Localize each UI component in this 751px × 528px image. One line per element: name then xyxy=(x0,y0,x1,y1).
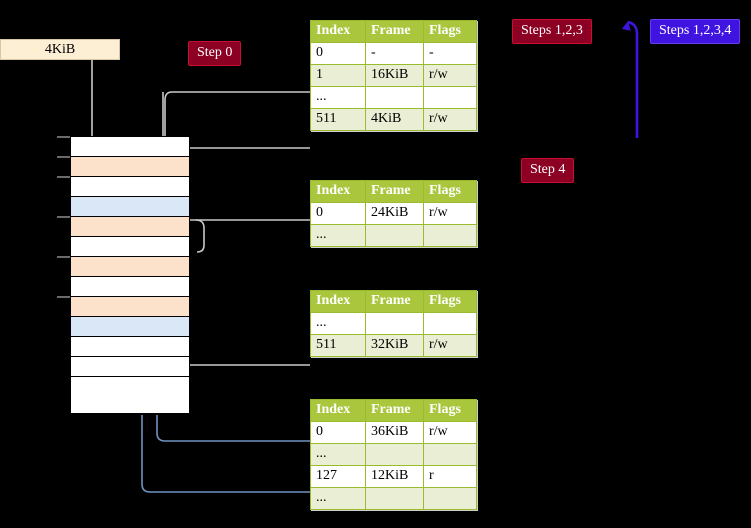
column-header-index: Index xyxy=(310,399,366,422)
label-step-0: Step 0 xyxy=(188,41,242,66)
table-cell-flags: r/w xyxy=(423,108,477,131)
table-cell-frame: 36KiB xyxy=(365,421,424,444)
table-row: ... xyxy=(310,487,477,510)
table-cell-flags xyxy=(423,443,477,466)
column-header-frame: Frame xyxy=(365,180,424,203)
table-cell-frame: 32KiB xyxy=(365,334,424,357)
table-cell-flags: r/w xyxy=(423,202,477,225)
wire-step0-hook xyxy=(164,91,310,101)
table-cell-index: ... xyxy=(310,443,366,466)
column-header-flags: Flags xyxy=(423,20,477,43)
table-cell-flags xyxy=(423,224,477,247)
table-cell-frame: - xyxy=(365,42,424,65)
label-steps-1234: Steps 1,2,3,4 xyxy=(650,19,741,44)
table-cell-frame xyxy=(365,86,424,109)
table-cell-index: ... xyxy=(310,224,366,247)
memory-row-tick xyxy=(57,176,70,178)
memory-frame-row xyxy=(71,377,189,397)
page-box-label: 4KiB xyxy=(44,42,76,57)
table-cell-index: 0 xyxy=(310,42,366,65)
table-cell-flags xyxy=(423,312,477,335)
memory-frame-row xyxy=(71,277,189,297)
memory-row-tick xyxy=(57,296,70,298)
table-cell-frame: 4KiB xyxy=(365,108,424,131)
table-cell-frame xyxy=(365,443,424,466)
column-header-index: Index xyxy=(310,290,366,313)
table-cell-flags: r/w xyxy=(423,64,477,87)
memory-frame-row xyxy=(71,317,189,337)
memory-row-tick xyxy=(57,156,70,158)
wire-hook-2 xyxy=(195,219,205,253)
table-cell-frame xyxy=(365,487,424,510)
memory-row-tick xyxy=(57,216,70,218)
table-cell-frame xyxy=(365,224,424,247)
table-cell-flags xyxy=(423,487,477,510)
table-cell-index: 0 xyxy=(310,421,366,444)
table-row: 0-- xyxy=(310,42,477,65)
table-cell-frame: 24KiB xyxy=(365,202,424,225)
memory-frame-row xyxy=(71,197,189,217)
memory-row-tick xyxy=(57,256,70,258)
table-cell-index: 511 xyxy=(310,334,366,357)
memory-frame-row xyxy=(71,357,189,377)
table-cell-flags xyxy=(423,86,477,109)
table-row: ... xyxy=(310,224,477,247)
column-header-flags: Flags xyxy=(423,399,477,422)
table-row: ... xyxy=(310,443,477,466)
table-cell-frame: 16KiB xyxy=(365,64,424,87)
table-cell-flags: r/w xyxy=(423,421,477,444)
memory-frame-row xyxy=(71,137,189,157)
virtual-page-box: 4KiB xyxy=(0,39,120,60)
column-header-index: Index xyxy=(310,180,366,203)
table-cell-index: ... xyxy=(310,86,366,109)
table-row: ... xyxy=(310,86,477,109)
table-cell-index: 0 xyxy=(310,202,366,225)
column-header-index: Index xyxy=(310,20,366,43)
table-cell-flags: r xyxy=(423,465,477,488)
label-step-4: Step 4 xyxy=(521,158,575,183)
table-row: ... xyxy=(310,312,477,335)
table-cell-index: ... xyxy=(310,312,366,335)
memory-row-tick xyxy=(57,136,70,138)
memory-frame-row xyxy=(71,237,189,257)
table-cell-index: ... xyxy=(310,487,366,510)
table-cell-frame: 12KiB xyxy=(365,465,424,488)
memory-frame-row xyxy=(71,297,189,317)
memory-frame-row xyxy=(71,177,189,197)
memory-frame-row xyxy=(71,217,189,237)
table-cell-index: 127 xyxy=(310,465,366,488)
wire-step4-purple xyxy=(621,20,639,138)
column-header-flags: Flags xyxy=(423,290,477,313)
table-cell-flags: - xyxy=(423,42,477,65)
column-header-frame: Frame xyxy=(365,20,424,43)
table-cell-frame xyxy=(365,312,424,335)
memory-frame-row xyxy=(71,157,189,177)
column-header-frame: Frame xyxy=(365,399,424,422)
label-steps-123: Steps 1,2,3 xyxy=(512,19,592,44)
physical-memory-grid xyxy=(70,136,190,415)
memory-frame-row xyxy=(71,337,189,357)
table-cell-index: 1 xyxy=(310,64,366,87)
table-cell-flags: r/w xyxy=(423,334,477,357)
column-header-flags: Flags xyxy=(423,180,477,203)
column-header-frame: Frame xyxy=(365,290,424,313)
table-cell-index: 511 xyxy=(310,108,366,131)
memory-frame-row xyxy=(71,257,189,277)
